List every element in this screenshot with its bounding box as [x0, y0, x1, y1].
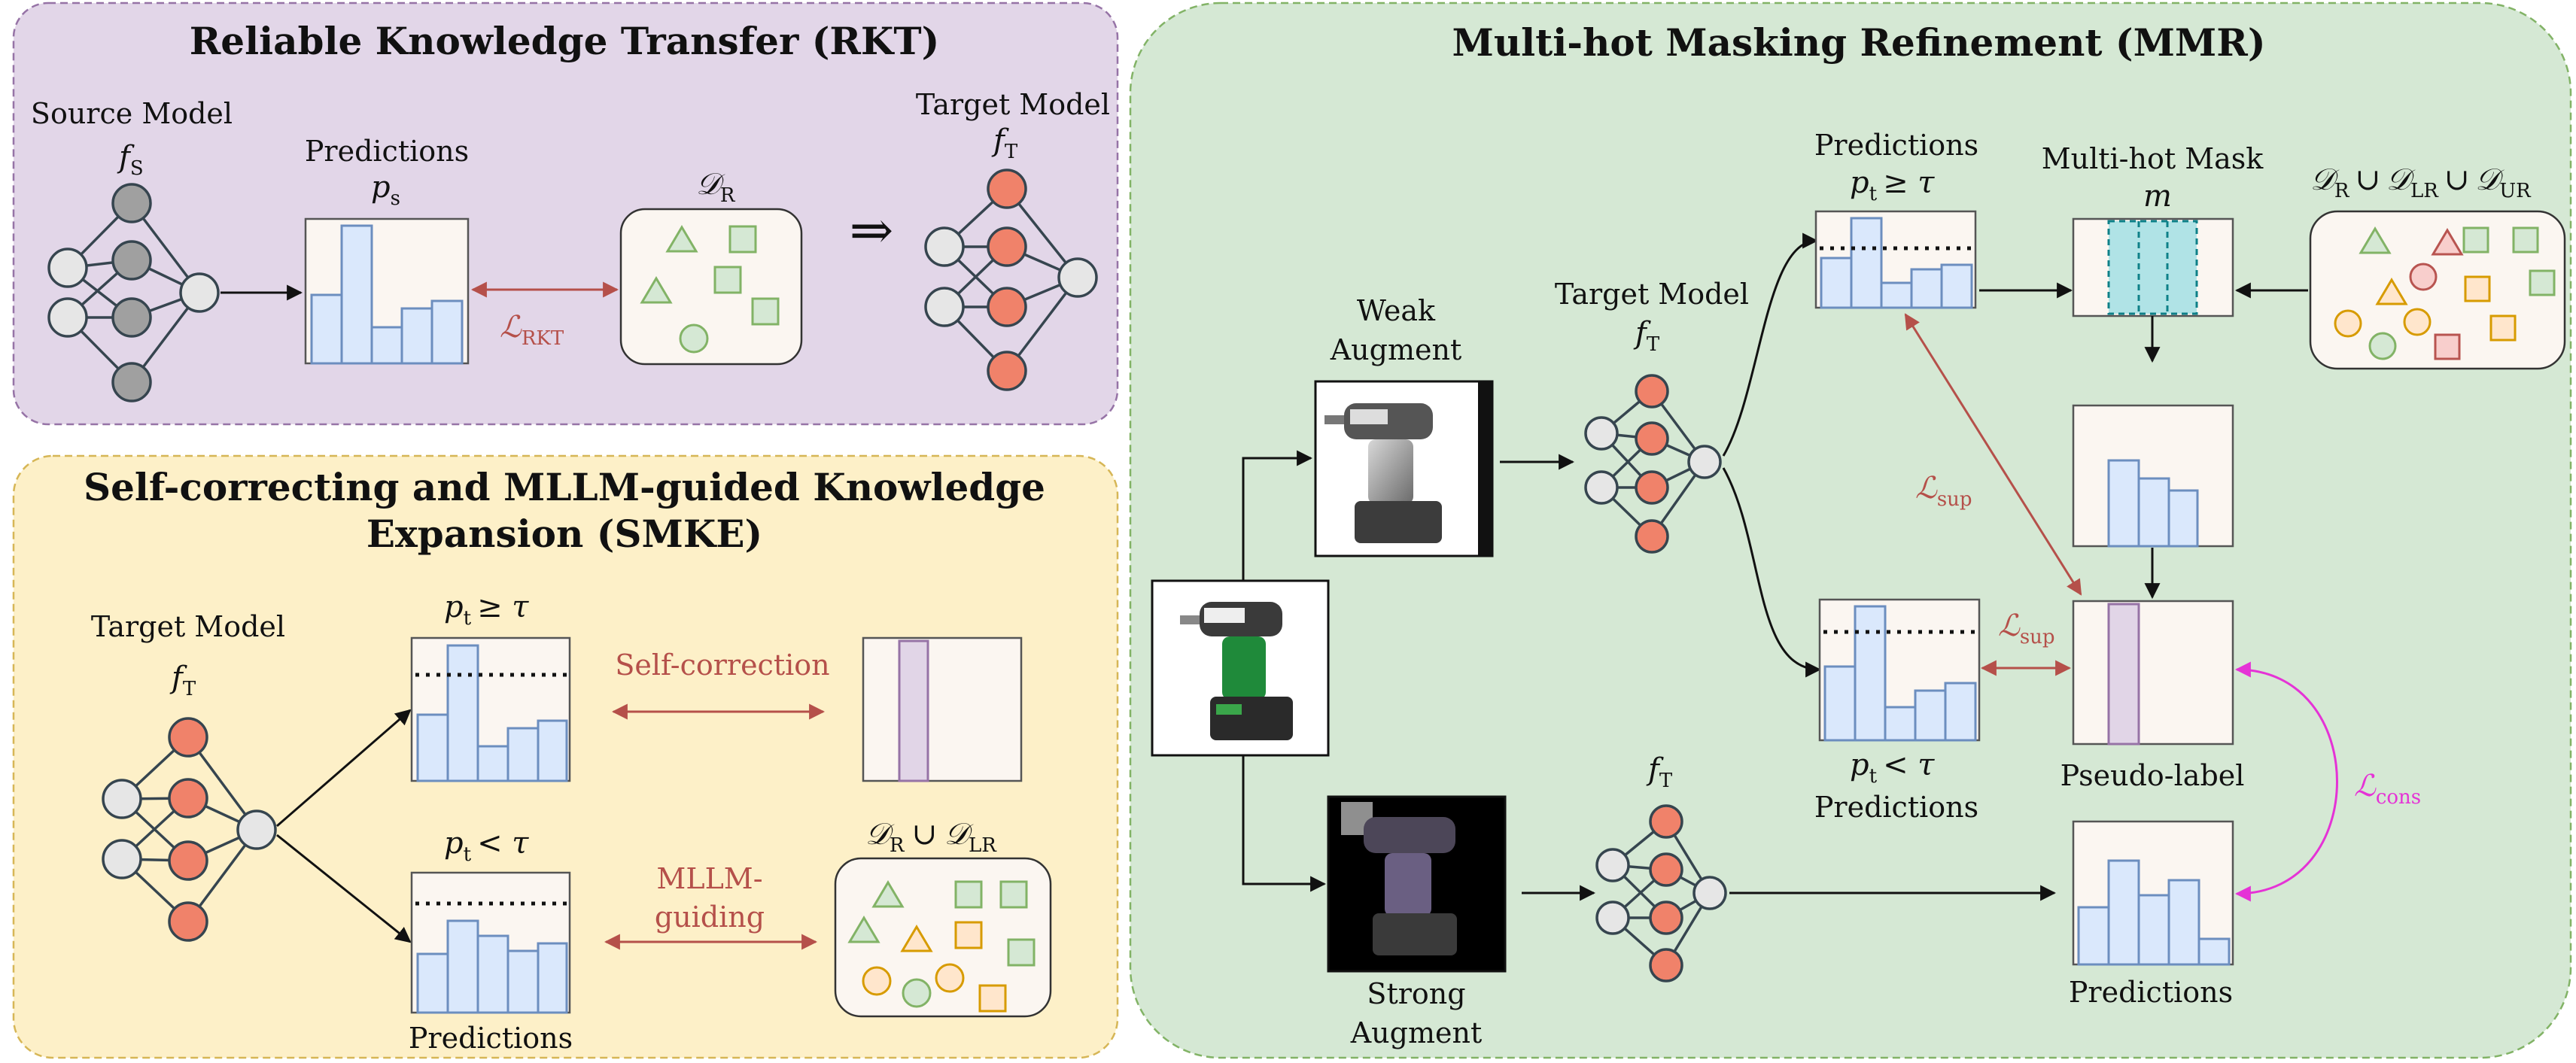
- loss-cons-arrow: [2234, 661, 2338, 902]
- source-network-icon: [47, 183, 220, 402]
- rkt-title: Reliable Knowledge Transfer (RKT): [190, 19, 939, 63]
- mmr-target-model-label: Target Model: [1555, 278, 1749, 311]
- arrow-icon: [276, 709, 412, 828]
- mmr-pseudo-label-chart: [2072, 600, 2234, 746]
- smke-confident-chart: [410, 636, 571, 782]
- mmr-masked-chart: [2072, 404, 2234, 548]
- loss-sup-diagonal-label: ℒsup: [1915, 471, 1972, 511]
- smke-mllm-label-line1: MLLM-: [656, 862, 762, 895]
- shape-cluster-icon: [2309, 210, 2566, 370]
- rkt-source-model-symbol: fS: [117, 140, 144, 180]
- arrow-icon: [1722, 232, 1819, 457]
- shape-cluster-icon: [834, 857, 1052, 1018]
- smke-ge-threshold: pt≥ τ: [444, 590, 529, 630]
- mmr-strong-predictions-chart: [2072, 820, 2234, 966]
- smke-dataset-symbol: 𝒟R∪𝒟LR: [865, 817, 997, 857]
- mmr-confident-chart: [1814, 210, 1977, 309]
- mmr-target-model-symbol: fT: [1633, 316, 1660, 356]
- pseudo-label-text: Pseudo-label: [2060, 759, 2245, 792]
- rkt-loss-label: ℒRKT: [500, 310, 564, 350]
- multi-hot-mask-symbol: m: [2143, 179, 2172, 214]
- weak-augment-photo-icon: [1314, 380, 1494, 557]
- mmr-title: Multi-hot Masking Refinement (MMR): [1452, 20, 2265, 65]
- mmr-lt-threshold: pt< τ: [1850, 748, 1935, 788]
- rkt-predictions-symbol: ps: [371, 170, 400, 210]
- loss-cons-label: ℒcons: [2354, 769, 2421, 809]
- multi-hot-mask-label: Multi-hot Mask: [2042, 142, 2264, 175]
- smke-mllm-label-line2: guiding: [655, 901, 765, 934]
- mmr-strong-network-icon: [1595, 804, 1727, 983]
- rkt-prediction-chart: [304, 217, 470, 365]
- mmr-top-ge-threshold: pt≥ τ: [1850, 166, 1935, 205]
- implies-symbol: ⇒: [850, 199, 894, 261]
- arrow-icon: [276, 834, 412, 943]
- smke-title-line1: Self-correcting and MLLM-guided Knowledg…: [84, 465, 1045, 509]
- smke-network-icon: [102, 717, 277, 942]
- arrow-icon: [1722, 467, 1822, 678]
- shape-cluster-icon: [619, 208, 803, 366]
- smke-self-correction-label: Self-correction: [615, 648, 829, 682]
- mmr-middle-predictions-label: Predictions: [1814, 791, 1978, 824]
- rkt-predictions-label: Predictions: [305, 135, 469, 168]
- smke-predictions-label: Predictions: [409, 1022, 573, 1055]
- strong-augment-label-line1: Strong: [1367, 977, 1465, 1010]
- loss-sup-horizontal-label: ℒsup: [1998, 609, 2055, 648]
- mmr-bottom-predictions-label: Predictions: [2069, 976, 2233, 1009]
- smke-lt-threshold: pt< τ: [444, 826, 529, 866]
- mmr-uncertain-chart: [1818, 598, 1981, 742]
- strong-augment-photo-icon: [1327, 795, 1507, 973]
- mmr-weak-network-icon: [1584, 374, 1722, 554]
- weak-augment-label-line1: Weak: [1357, 294, 1436, 327]
- strong-augment-label-line2: Augment: [1350, 1016, 1483, 1049]
- smke-uncertain-chart: [410, 871, 571, 1014]
- rkt-panel: [12, 2, 1119, 426]
- loss-sup-diagonal-arrow: [1904, 313, 2082, 596]
- smke-pseudo-label-chart: [862, 636, 1023, 782]
- target-network-icon: [924, 169, 1098, 391]
- multi-hot-mask-chart: [2072, 217, 2234, 317]
- weak-augment-label-line2: Augment: [1330, 333, 1462, 366]
- rkt-source-model-label: Source Model: [31, 97, 233, 130]
- drill-photo-icon: [1151, 579, 1330, 757]
- rkt-target-model-label: Target Model: [916, 88, 1110, 121]
- arrow-icon: [1242, 755, 1327, 892]
- mmr-top-predictions-label: Predictions: [1814, 129, 1978, 162]
- smke-title-line2: Expansion (SMKE): [366, 512, 762, 556]
- arrow-icon: [1242, 450, 1313, 581]
- smke-target-model-label: Target Model: [91, 610, 285, 643]
